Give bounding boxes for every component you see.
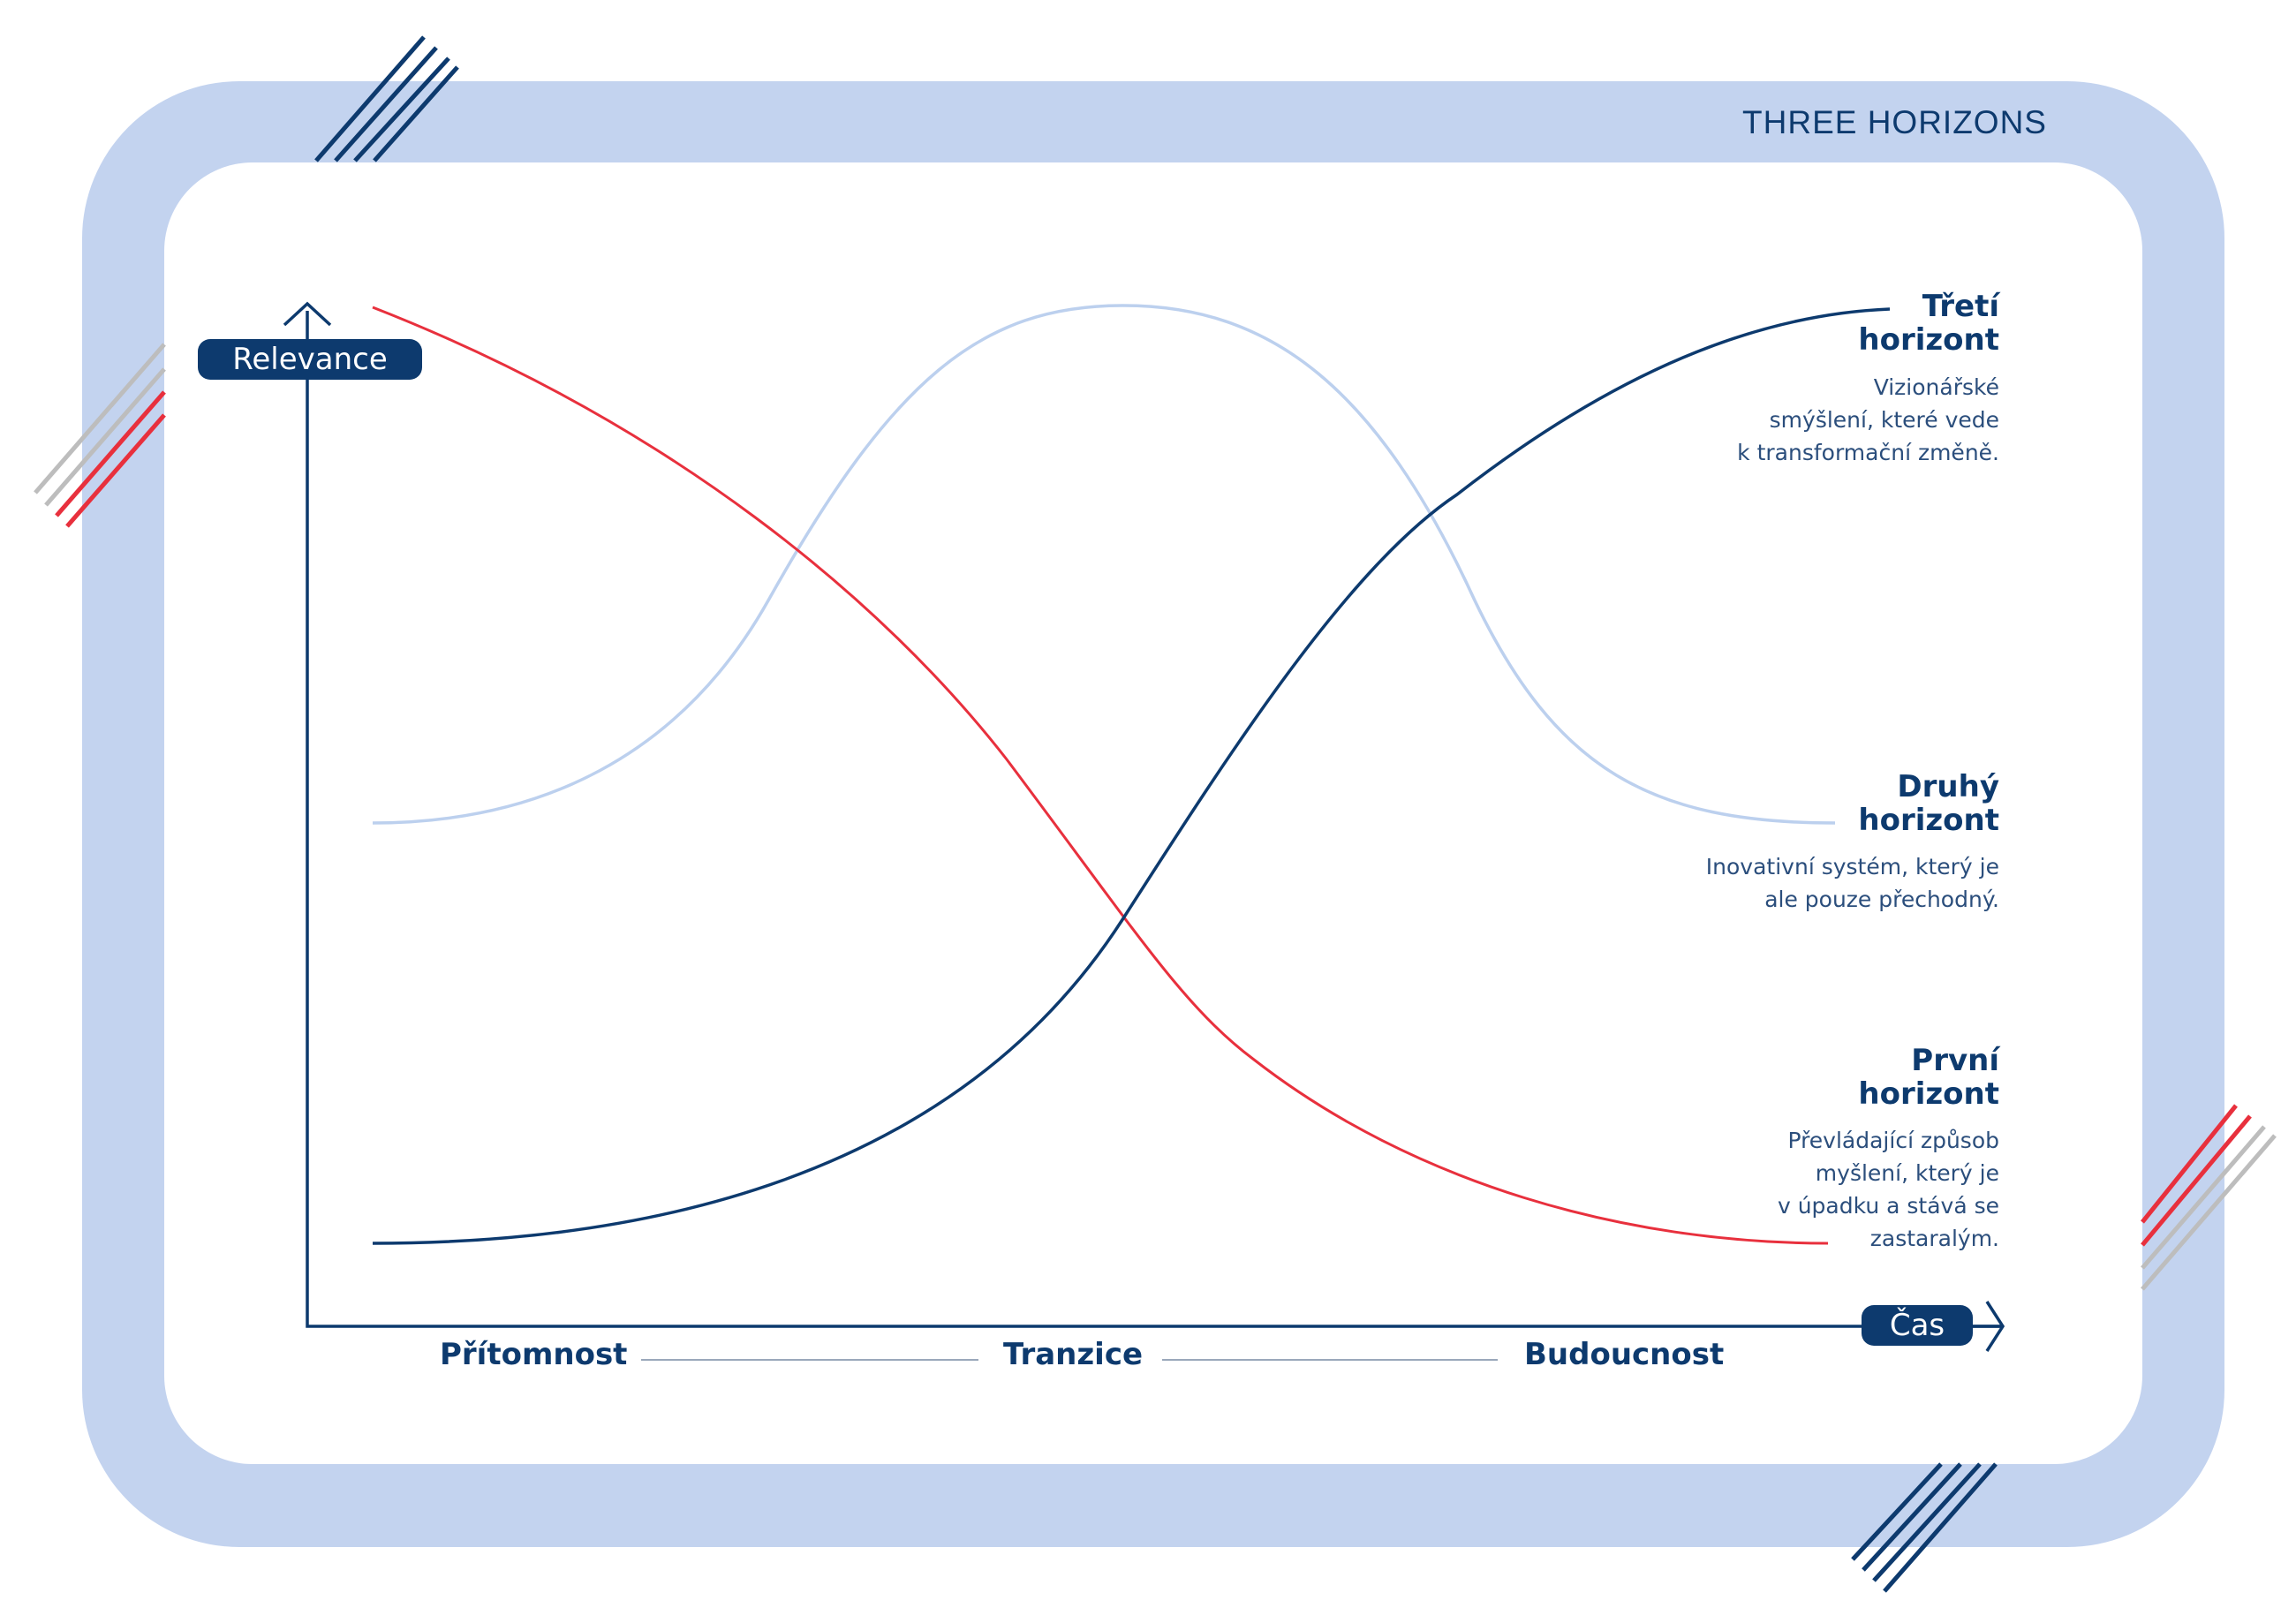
third-horizon-desc-line: k transformační změně. xyxy=(1737,440,1999,465)
first-horizon-title: První horizont xyxy=(1858,1044,1999,1111)
x-axis-arrowhead xyxy=(1985,1301,2005,1352)
y-axis xyxy=(306,311,2001,1328)
second-horizon-title-line: horizont xyxy=(1858,803,1999,838)
axes xyxy=(283,301,2005,1352)
third-horizon-title-line: Třetí xyxy=(1922,289,1999,324)
stripes-right xyxy=(2141,1104,2277,1291)
second-horizon-description: Inovativní systém, který je ale pouze př… xyxy=(1628,850,1999,916)
stripes-left xyxy=(34,343,166,528)
second-horizon-title: Druhý horizont xyxy=(1858,770,1999,837)
third-horizon-curve xyxy=(372,307,1891,1245)
first-horizon-desc-line: zastaralým. xyxy=(1869,1226,1999,1251)
second-horizon-curve xyxy=(372,304,1836,825)
stripes-bottom-right xyxy=(1851,1462,1998,1593)
phase-transition-label: Tranzice xyxy=(1003,1337,1144,1372)
first-horizon-title-line: horizont xyxy=(1858,1076,1999,1112)
second-horizon-title-line: Druhý xyxy=(1897,769,1999,804)
third-horizon-desc-line: smýšlení, které vede xyxy=(1769,407,1999,433)
y-axis-arrowhead xyxy=(283,301,332,327)
first-horizon-desc-line: v úpadku a stává se xyxy=(1777,1193,1999,1219)
x-axis-label: Čas xyxy=(1862,1305,1973,1346)
first-horizon-desc-line: myšlení, který je xyxy=(1815,1160,1999,1186)
banner-title: THREE HORIZONS xyxy=(1742,104,2047,140)
phase-present-label: Přítomnost xyxy=(440,1337,628,1372)
third-horizon-description: Vizionářské smýšlení, které vede k trans… xyxy=(1628,371,1999,469)
inner-panel xyxy=(164,162,2142,1464)
y-axis-label: Relevance xyxy=(198,339,422,380)
third-horizon-title-line: horizont xyxy=(1858,322,1999,358)
second-horizon-desc-line: ale pouze přechodný. xyxy=(1764,887,1999,912)
first-horizon-title-line: První xyxy=(1911,1043,1999,1078)
stripes-top-left xyxy=(314,35,459,162)
third-horizon-title: Třetí horizont xyxy=(1858,290,1999,357)
first-horizon-description: Převládající způsob myšlení, který je v … xyxy=(1628,1124,1999,1255)
phase-future-label: Budoucnost xyxy=(1524,1337,1725,1372)
first-horizon-desc-line: Převládající způsob xyxy=(1787,1128,1999,1153)
first-horizon-curve xyxy=(372,306,1829,1245)
second-horizon-desc-line: Inovativní systém, který je xyxy=(1705,854,1999,879)
third-horizon-desc-line: Vizionářské xyxy=(1873,374,1999,400)
